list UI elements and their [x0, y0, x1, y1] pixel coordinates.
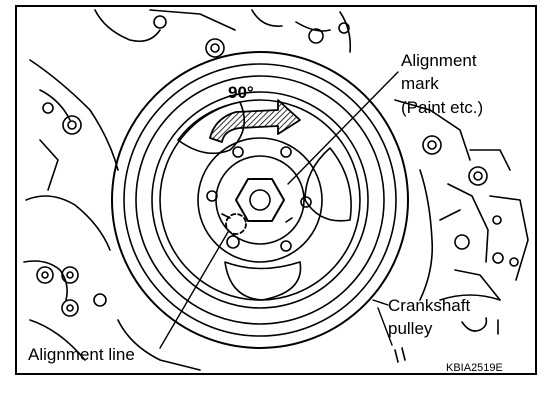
svg-text:(Paint etc.): (Paint etc.): [401, 98, 483, 117]
figure-code: KBIA2519E: [446, 362, 503, 374]
engine-block-left: [23, 9, 283, 371]
figure-frame: [15, 5, 537, 375]
svg-text:Crankshaft: Crankshaft: [388, 296, 470, 315]
svg-text:Alignment: Alignment: [401, 51, 477, 70]
alignment-line-marker: [225, 213, 247, 235]
leader-lines: [159, 71, 399, 349]
engine-block-right: [295, 11, 529, 301]
svg-text:pulley: pulley: [388, 319, 433, 338]
rotation-arrow-icon: [209, 99, 301, 143]
pulley-glyph-icon: [394, 317, 499, 363]
alignment-mark-label: Alignment mark (Paint etc.): [401, 51, 483, 117]
svg-text:mark: mark: [401, 74, 439, 93]
crankshaft-pulley-graphic: [111, 51, 409, 349]
alignment-line-label: Alignment line: [28, 345, 135, 364]
crankshaft-pulley-label: Crankshaft pulley: [388, 296, 470, 338]
rotation-angle-label: 90°: [228, 83, 254, 102]
